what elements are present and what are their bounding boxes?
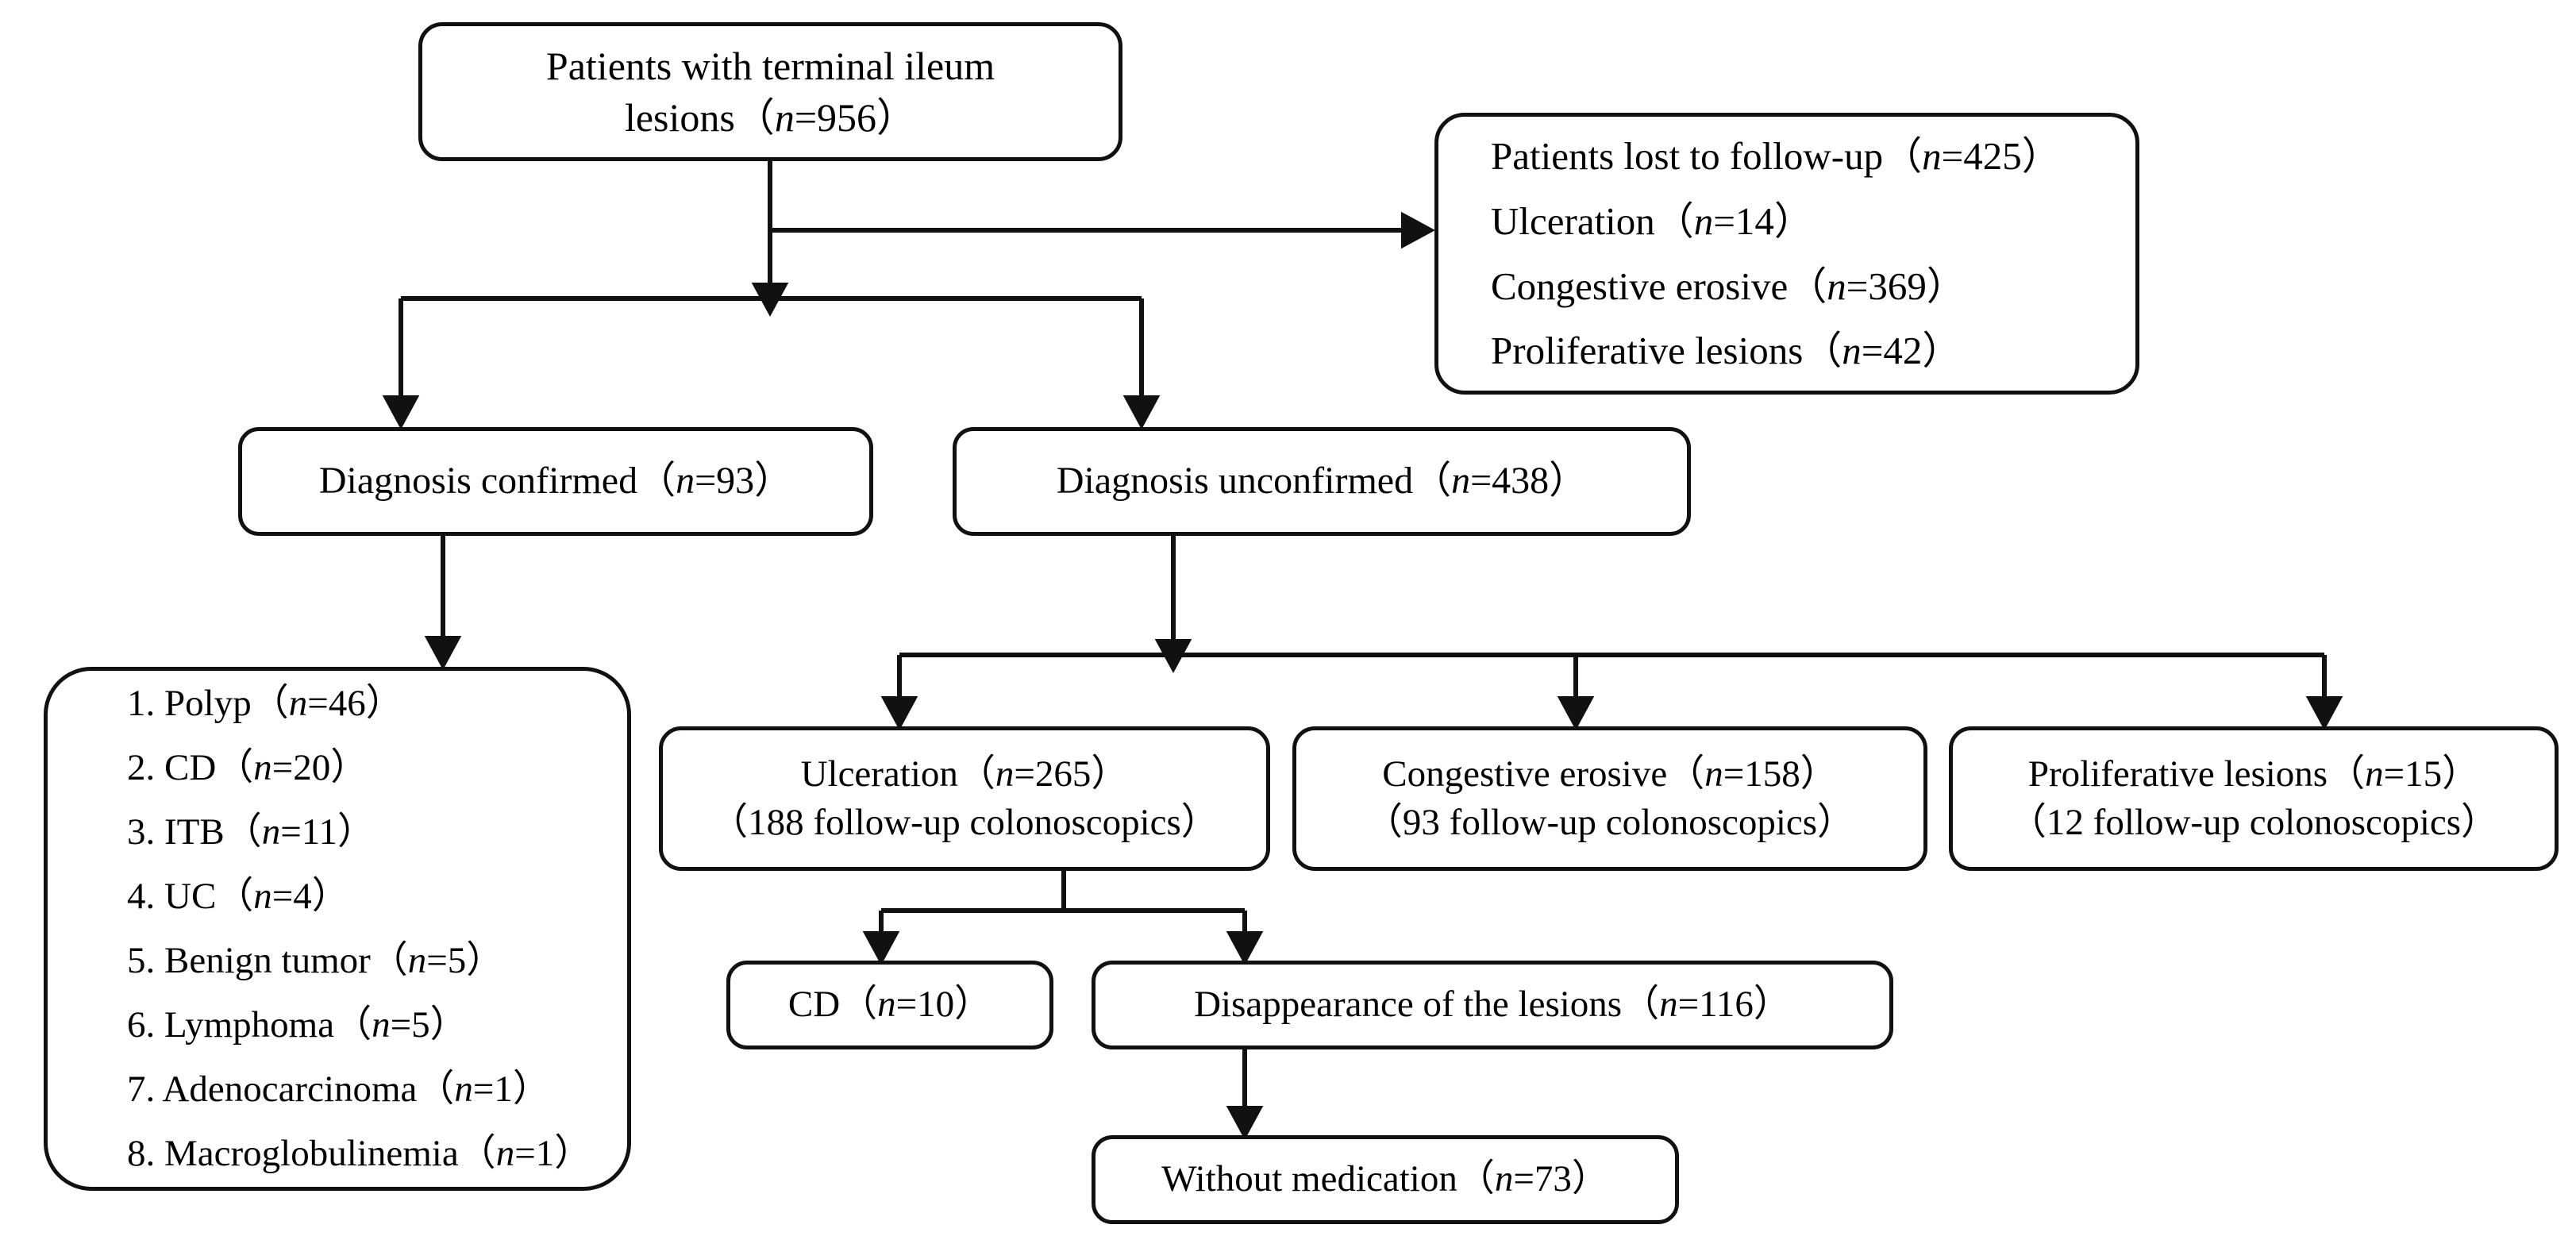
- node-cd-followup[interactable]: CD（n=10）: [726, 961, 1053, 1049]
- node-confirmed-label: Diagnosis confirmed（n=93）: [318, 460, 793, 503]
- node-proliferative-line-1: Proliferative lesions（n=15）: [2027, 753, 2480, 795]
- list-item: 2. CD（n=20）: [127, 746, 368, 788]
- node-diagnosis-confirmed[interactable]: Diagnosis confirmed（n=93）: [238, 427, 873, 536]
- node-root-cohort[interactable]: Patients with terminal ileum lesions（n=9…: [418, 22, 1122, 161]
- node-ulceration-line-2: （188 follow-up colonoscopics）: [710, 802, 1219, 843]
- node-cd10-label: CD（n=10）: [787, 984, 992, 1026]
- node-unconfirmed-label: Diagnosis unconfirmed（n=438）: [1056, 460, 1588, 503]
- node-diagnosis-list[interactable]: 1. Polyp（n=46） 2. CD（n=20） 3. ITB（n=11） …: [44, 667, 631, 1191]
- node-proliferative-line-2: （12 follow-up colonoscopics）: [2008, 802, 2499, 843]
- node-lesion-disappearance[interactable]: Disappearance of the lesions（n=116）: [1092, 961, 1893, 1049]
- node-root-line-1: Patients with terminal ileum: [545, 43, 995, 88]
- node-proliferative-lesions[interactable]: Proliferative lesions（n=15） （12 follow-u…: [1949, 726, 2559, 871]
- node-root-line-2: lesions（n=956）: [624, 94, 917, 140]
- list-item: 1. Polyp（n=46）: [127, 682, 403, 724]
- node-excluded-patients[interactable]: Patients lost to follow-up（n=425） Ulcera…: [1434, 113, 2139, 395]
- list-item: 5. Benign tumor（n=5）: [127, 940, 504, 981]
- list-item: 3. ITB（n=11）: [127, 811, 375, 853]
- node-diagnosis-unconfirmed[interactable]: Diagnosis unconfirmed（n=438）: [953, 427, 1691, 536]
- list-item: 4. UC（n=4）: [127, 875, 349, 917]
- node-ulceration-line-1: Ulceration（n=265）: [800, 753, 1129, 795]
- node-nomed-label: Without medication（n=73）: [1161, 1158, 1609, 1200]
- list-item: 6. Lymphoma（n=5）: [127, 1004, 468, 1046]
- list-item: 8. Macroglobulinemia（n=1）: [127, 1133, 592, 1175]
- list-item: 7. Adenocarcinoma（n=1）: [127, 1069, 550, 1111]
- node-congestive-line-2: （93 follow-up colonoscopics）: [1365, 802, 1855, 843]
- node-congestive-erosive[interactable]: Congestive erosive（n=158） （93 follow-up …: [1292, 726, 1927, 871]
- node-without-medication[interactable]: Without medication（n=73）: [1092, 1135, 1679, 1224]
- node-ulceration[interactable]: Ulceration（n=265） （188 follow-up colonos…: [659, 726, 1270, 871]
- node-excluded-line-3: Congestive erosive（n=369）: [1491, 264, 1966, 308]
- node-excluded-line-2: Ulceration（n=14）: [1491, 198, 1813, 243]
- node-disappearance-label: Disappearance of the lesions（n=116）: [1194, 984, 1791, 1026]
- node-congestive-line-1: Congestive erosive（n=158）: [1382, 753, 1838, 795]
- node-excluded-line-1: Patients lost to follow-up（n=425）: [1491, 134, 2061, 179]
- node-excluded-line-4: Proliferative lesions（n=42）: [1491, 329, 1962, 373]
